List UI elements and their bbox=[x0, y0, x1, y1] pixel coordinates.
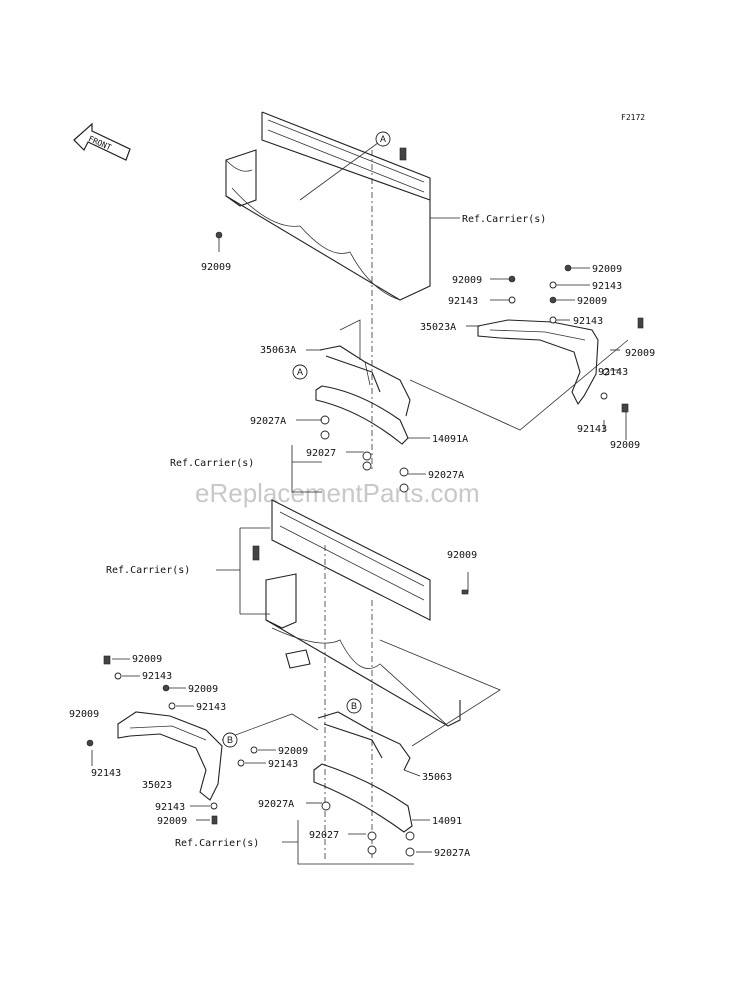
label-part-92143: 92143 bbox=[577, 424, 607, 435]
label-part-92027A: 92027A bbox=[434, 848, 470, 859]
callout-b-left: B bbox=[222, 732, 238, 748]
label-part-35063: 35063 bbox=[422, 772, 452, 783]
washer-icon bbox=[367, 845, 377, 855]
callout-a-top: A bbox=[375, 131, 391, 147]
label-part-92009: 92009 bbox=[447, 550, 477, 561]
label-part-92009: 92009 bbox=[278, 746, 308, 757]
label-part-92143: 92143 bbox=[91, 768, 121, 779]
label-part-92143: 92143 bbox=[573, 316, 603, 327]
label-part-92143: 92143 bbox=[155, 802, 185, 813]
svg-text:A: A bbox=[380, 134, 386, 144]
upper-tailgate-panel bbox=[225, 111, 431, 301]
washer-icon bbox=[405, 847, 415, 857]
label-part-92143: 92143 bbox=[142, 671, 172, 682]
label-part-92009: 92009 bbox=[610, 440, 640, 451]
label-part-92143: 92143 bbox=[598, 367, 628, 378]
washer-icon bbox=[320, 430, 330, 440]
callout-a-mid: A bbox=[292, 364, 308, 380]
label-part-92009: 92009 bbox=[157, 816, 187, 827]
bolt-icon bbox=[461, 589, 469, 595]
washer-icon bbox=[250, 746, 258, 754]
fender-35023 bbox=[117, 711, 223, 801]
label-part-92009: 92009 bbox=[132, 654, 162, 665]
washer-icon bbox=[600, 392, 608, 400]
bracket-35063A bbox=[319, 345, 411, 417]
bolt-icon bbox=[549, 296, 557, 304]
washer-icon bbox=[321, 801, 331, 811]
washer-icon bbox=[362, 451, 372, 461]
label-part-92143: 92143 bbox=[268, 759, 298, 770]
bolt-icon bbox=[252, 545, 260, 561]
washer-icon bbox=[405, 831, 415, 841]
label-part-92009: 92009 bbox=[188, 684, 218, 695]
washer-icon bbox=[320, 415, 330, 425]
bolt-icon bbox=[637, 317, 644, 329]
label-ref-carrier: Ref.Carrier(s) bbox=[462, 214, 546, 225]
fender-35023A bbox=[477, 319, 599, 406]
label-part-92143: 92143 bbox=[592, 281, 622, 292]
washer-icon bbox=[549, 281, 557, 289]
bolt-icon bbox=[399, 147, 407, 161]
washer-icon bbox=[399, 467, 409, 477]
bolt-icon bbox=[621, 403, 629, 413]
washer-icon bbox=[168, 702, 176, 710]
label-ref-carrier: Ref.Carrier(s) bbox=[106, 565, 190, 576]
cross-member-14091 bbox=[313, 763, 413, 833]
svg-text:B: B bbox=[227, 735, 233, 745]
bolt-icon bbox=[211, 815, 218, 825]
label-part-92009: 92009 bbox=[592, 264, 622, 275]
label-part-35023A: 35023A bbox=[420, 322, 456, 333]
label-part-92027: 92027 bbox=[309, 830, 339, 841]
label-part-92027A: 92027A bbox=[428, 470, 464, 481]
label-part-92143: 92143 bbox=[196, 702, 226, 713]
figure-code: F2172 bbox=[621, 113, 645, 122]
callout-b-mid: B bbox=[346, 698, 362, 714]
washer-icon bbox=[114, 672, 122, 680]
label-part-92009: 92009 bbox=[577, 296, 607, 307]
washer-icon bbox=[367, 831, 377, 841]
cross-member-14091A bbox=[315, 385, 409, 445]
bolt-icon bbox=[103, 655, 111, 665]
label-part-92009: 92009 bbox=[201, 262, 231, 273]
label-ref-carrier: Ref.Carrier(s) bbox=[175, 838, 259, 849]
washer-icon bbox=[399, 483, 409, 493]
svg-text:B: B bbox=[351, 701, 357, 711]
svg-text:A: A bbox=[297, 367, 303, 377]
front-arrow-icon: FRONT bbox=[73, 122, 131, 161]
bracket-35063 bbox=[317, 711, 411, 771]
label-part-92009: 92009 bbox=[625, 348, 655, 359]
bolt-icon bbox=[215, 231, 223, 239]
watermark: eReplacementParts.com bbox=[195, 478, 480, 508]
label-part-92009: 92009 bbox=[452, 275, 482, 286]
bolt-icon bbox=[86, 739, 94, 747]
lower-tailgate-panel bbox=[265, 499, 461, 727]
label-part-92027A: 92027A bbox=[250, 416, 286, 427]
label-part-35063A: 35063A bbox=[260, 345, 296, 356]
label-part-35023: 35023 bbox=[142, 780, 172, 791]
washer-icon bbox=[602, 368, 610, 376]
label-ref-carrier: Ref.Carrier(s) bbox=[170, 458, 254, 469]
label-part-92027A: 92027A bbox=[258, 799, 294, 810]
label-part-14091: 14091 bbox=[432, 816, 462, 827]
washer-icon bbox=[237, 759, 245, 767]
label-part-92027: 92027 bbox=[306, 448, 336, 459]
washer-icon bbox=[210, 802, 218, 810]
label-part-14091A: 14091A bbox=[432, 434, 468, 445]
label-part-92009: 92009 bbox=[69, 709, 99, 720]
washer-icon bbox=[362, 461, 372, 471]
washer-icon bbox=[549, 316, 557, 324]
label-part-92143: 92143 bbox=[448, 296, 478, 307]
